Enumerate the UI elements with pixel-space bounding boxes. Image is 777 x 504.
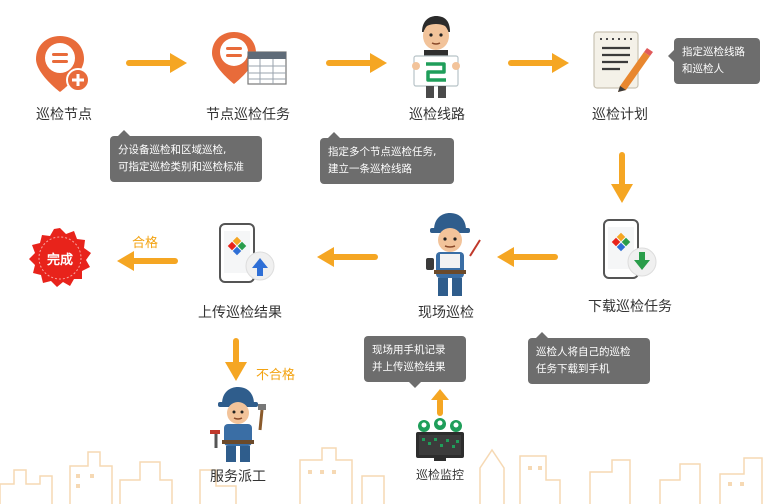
step-dispatch-label: 服务派工 <box>210 469 266 485</box>
phone-download-icon <box>603 219 657 279</box>
arrow-right-2 <box>326 53 387 73</box>
location-pin-plus-icon <box>36 36 90 92</box>
worker-route-board-icon <box>412 16 460 98</box>
arrow-left-2 <box>317 247 378 267</box>
done-badge-icon <box>29 228 91 287</box>
tip-onsite-line-1: 现场用手机记录 <box>372 344 446 356</box>
tip-onsite: 现场用手机记录 并上传巡检结果 <box>364 336 466 388</box>
tip-node-task-line-1: 分设备巡检和区域巡检, <box>118 144 227 156</box>
tip-plan-line-1: 指定巡检线路 <box>682 46 745 58</box>
branch-fail-label: 不合格 <box>256 368 296 383</box>
step-monitor-label: 巡检监控 <box>415 468 464 482</box>
step-node-label: 巡检节点 <box>36 107 92 123</box>
step-route-label: 巡检线路 <box>409 107 465 123</box>
arrow-left-3 <box>117 251 178 271</box>
step-upload-label: 上传巡检结果 <box>198 305 282 321</box>
arrow-up-1 <box>431 389 449 416</box>
step-plan-label: 巡检计划 <box>592 107 648 123</box>
monitor-network-icon <box>416 418 464 461</box>
done-badge-text: 完成 <box>46 253 73 268</box>
branch-pass-label: 合格 <box>132 236 159 251</box>
tip-node-task-line-2: 可指定巡检类别和巡检标准 <box>118 161 244 173</box>
tip-download-line-2: 任务下载到手机 <box>536 363 610 375</box>
tip-download: 巡检人将自己的巡检 任务下载到手机 <box>528 332 650 384</box>
tip-route-line-1: 指定多个节点巡检任务, <box>328 146 437 158</box>
arrow-right-1 <box>126 53 187 73</box>
tip-onsite-line-2: 并上传巡检结果 <box>372 361 446 373</box>
worker-tools-icon <box>210 387 266 462</box>
arrow-right-3 <box>508 53 569 73</box>
tip-route: 指定多个节点巡检任务, 建立一条巡检线路 <box>320 132 454 184</box>
arrow-down-1 <box>611 152 633 203</box>
step-download-label: 下载巡检任务 <box>588 299 672 315</box>
phone-upload-icon <box>219 223 275 283</box>
step-node-task-label: 节点巡检任务 <box>206 107 290 123</box>
city-skyline-background <box>0 447 763 504</box>
tip-node-task: 分设备巡检和区域巡检, 可指定巡检类别和巡检标准 <box>110 130 262 182</box>
tip-download-line-1: 巡检人将自己的巡检 <box>536 346 631 358</box>
tip-route-line-2: 建立一条巡检线路 <box>328 163 412 175</box>
arrow-left-1 <box>497 247 558 267</box>
worker-phone-icon <box>426 213 481 296</box>
notepad-pencil-icon <box>593 31 653 92</box>
arrow-down-2 <box>225 338 247 381</box>
location-pin-table-icon <box>212 32 287 85</box>
step-onsite-label: 现场巡检 <box>418 305 474 321</box>
tip-plan: 指定巡检线路 和巡检人 <box>668 38 760 84</box>
tip-plan-line-2: 和巡检人 <box>682 63 724 75</box>
